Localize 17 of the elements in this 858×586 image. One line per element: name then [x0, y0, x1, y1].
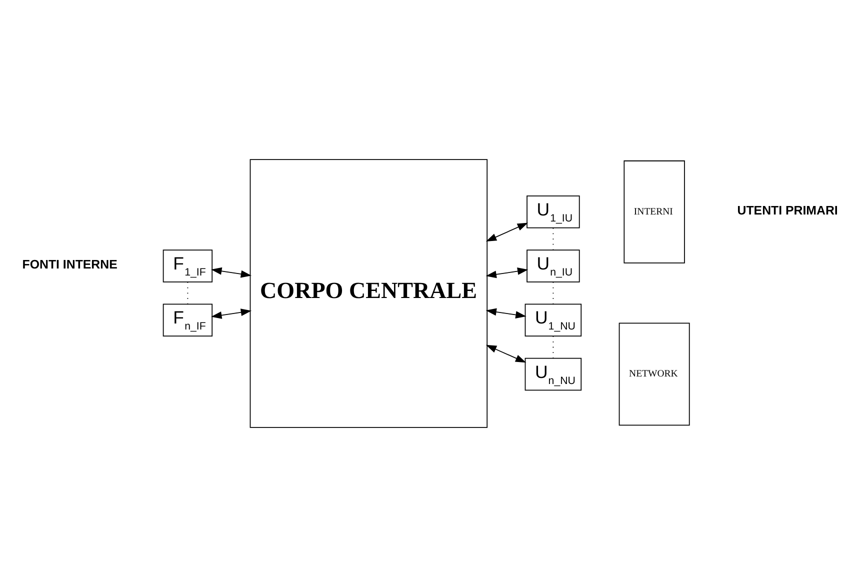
arrow — [486, 267, 528, 278]
arrow — [486, 344, 526, 362]
node-box: CORPO CENTRALE — [250, 158, 488, 428]
node-box: F$_{1_IF}$ — [162, 249, 213, 282]
node-box: U$_{n_NU}$ — [524, 357, 582, 390]
arrow — [486, 222, 528, 242]
arrow — [211, 266, 252, 278]
node-box: U$_{1_IU}$ — [526, 194, 580, 228]
arrow — [211, 308, 252, 318]
node-box: U$_{1_NU}$ — [524, 303, 582, 336]
node-box: NETWORK — [618, 322, 690, 426]
label: UTENTI PRIMARI — [737, 202, 838, 217]
arrow — [486, 308, 526, 318]
node-box: U$_{n_IU}$ — [526, 249, 580, 282]
node-box: INTERNI — [624, 160, 685, 263]
label: FONTI INTERNE — [22, 256, 118, 271]
node-box: F$_{n_IF}$ — [162, 303, 213, 336]
